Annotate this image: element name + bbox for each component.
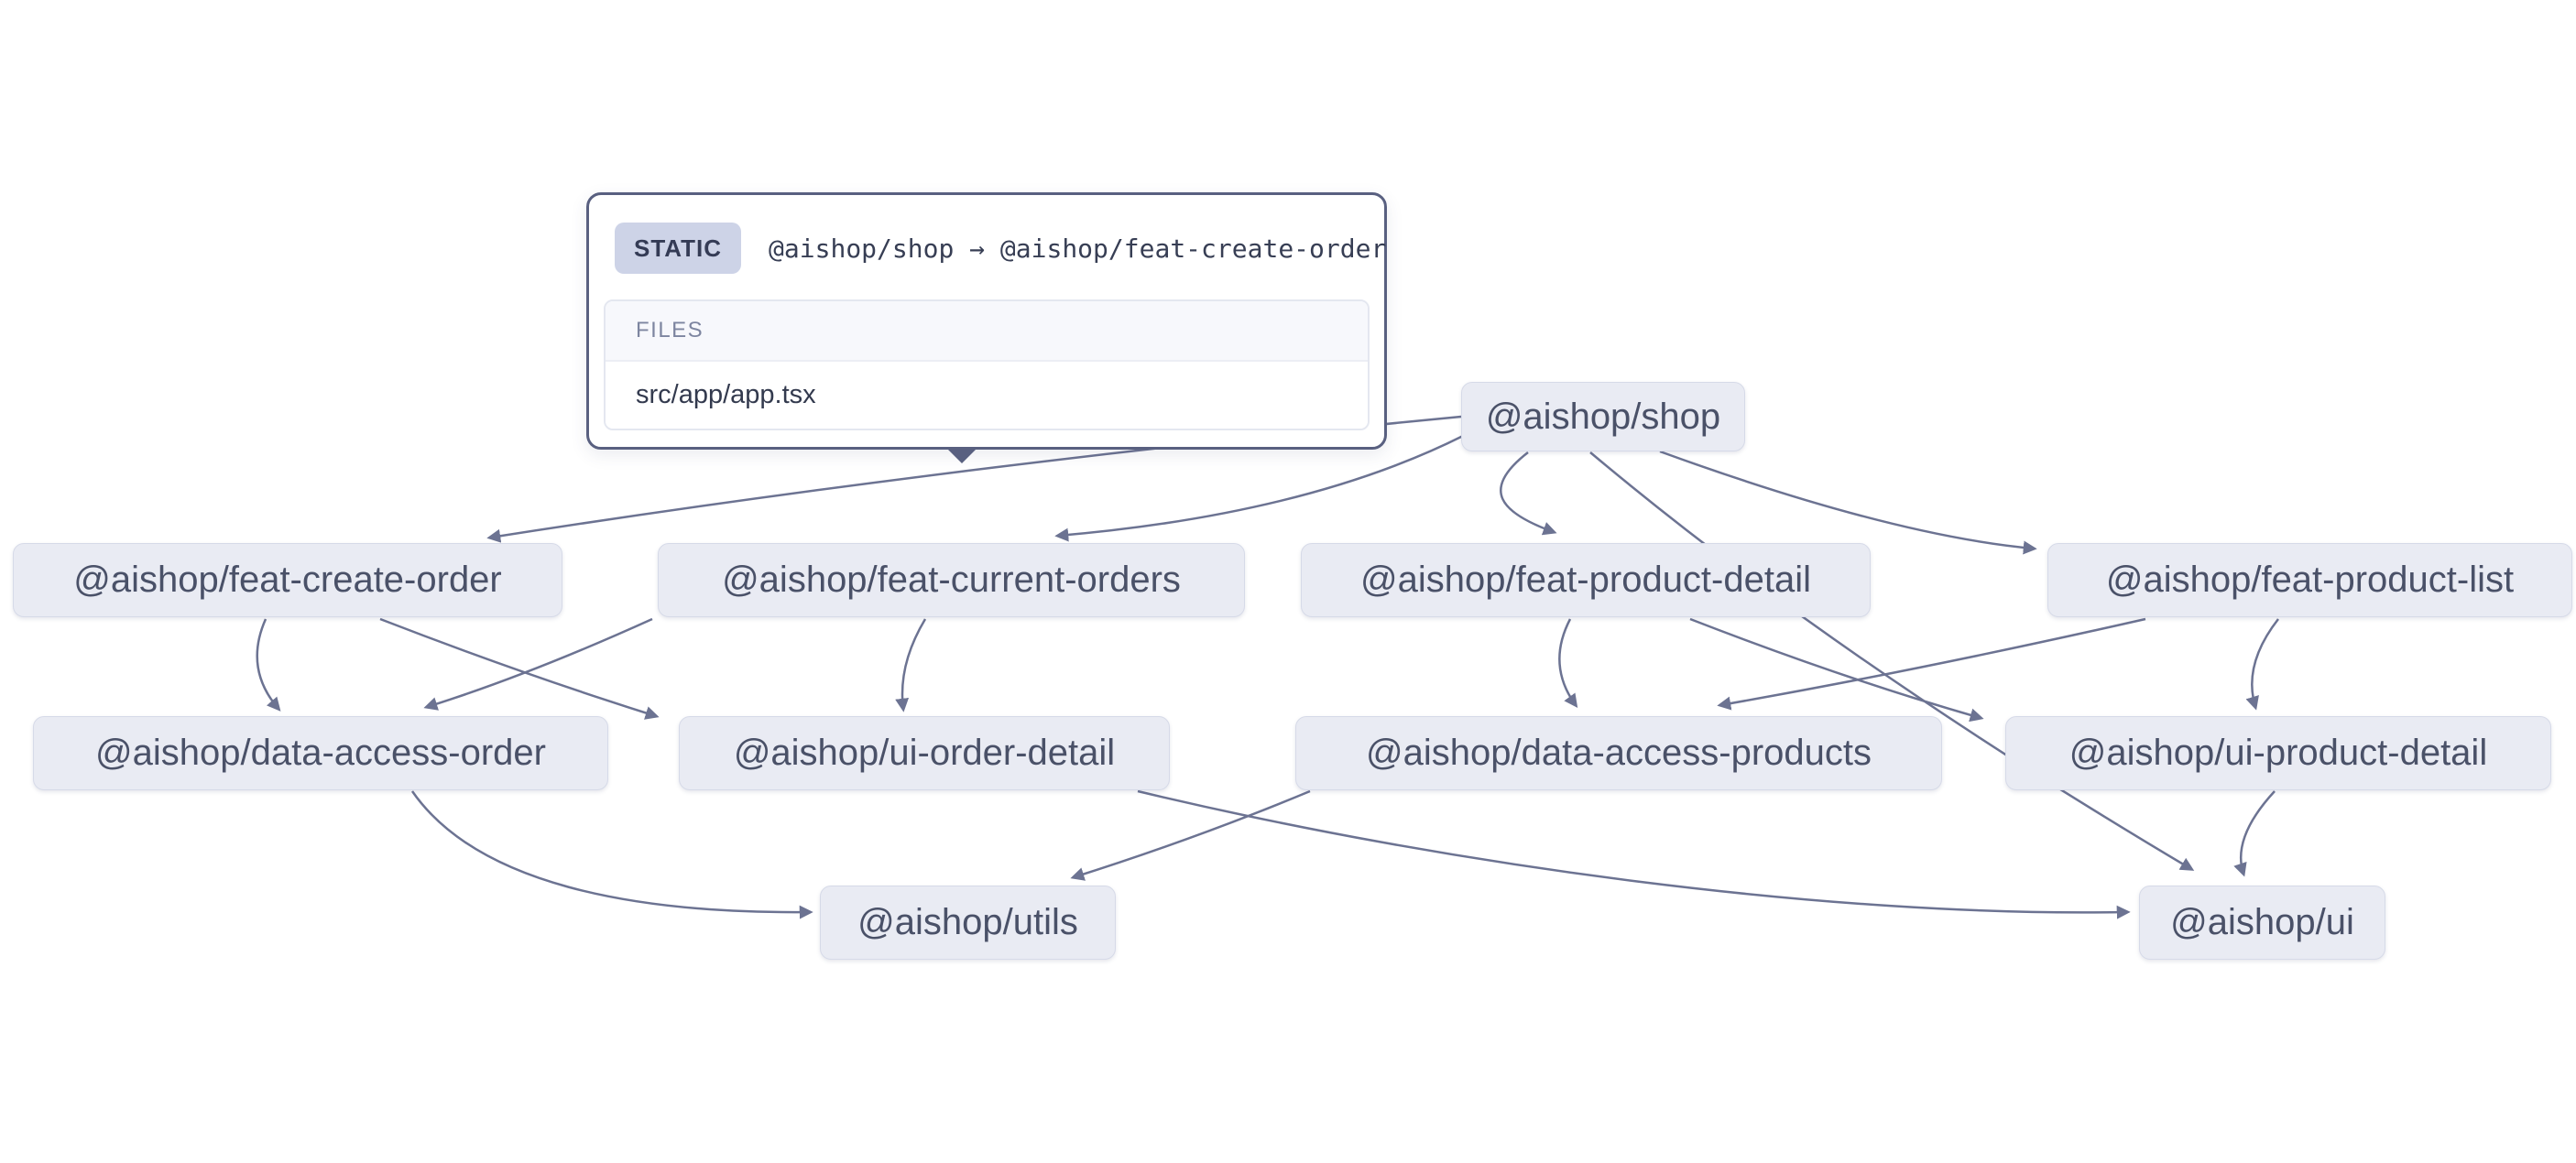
edge-data-access-products-utils[interactable] <box>1070 789 1311 881</box>
edge-shop-feat-product-list[interactable] <box>1659 450 2037 555</box>
edge-feat-product-detail-data-access-products[interactable] <box>1558 618 1578 709</box>
edge-tooltip: STATIC @aishop/shop → @aishop/feat-creat… <box>586 192 1387 463</box>
edge-shop-feat-product-detail[interactable] <box>1500 451 1557 536</box>
file-list-item: src/app/app.tsx <box>606 362 1368 429</box>
edge-feat-product-list-data-access-products[interactable] <box>1717 617 2146 711</box>
tooltip-pointer-icon <box>946 448 977 463</box>
node-feat-create-order[interactable]: @aishop/feat-create-order <box>13 543 562 617</box>
node-data-access-products[interactable]: @aishop/data-access-products <box>1295 716 1942 790</box>
files-panel-header: FILES <box>606 301 1368 362</box>
node-utils[interactable]: @aishop/utils <box>820 886 1116 960</box>
edge-feat-create-order-ui-order-detail[interactable] <box>379 617 660 720</box>
edge-feat-product-list-ui-product-detail[interactable] <box>2245 618 2279 711</box>
node-feat-product-list[interactable]: @aishop/feat-product-list <box>2047 543 2572 617</box>
edge-ui-order-detail-ui[interactable] <box>1137 789 2131 919</box>
node-ui-product-detail[interactable]: @aishop/ui-product-detail <box>2005 716 2551 790</box>
node-ui[interactable]: @aishop/ui <box>2139 886 2385 960</box>
dependency-type-badge: STATIC <box>615 223 742 274</box>
dependency-title: @aishop/shop → @aishop/feat-create-order <box>769 233 1387 264</box>
node-feat-current-orders[interactable]: @aishop/feat-current-orders <box>658 543 1245 617</box>
node-ui-order-detail[interactable]: @aishop/ui-order-detail <box>679 716 1170 790</box>
tooltip-header: STATIC @aishop/shop → @aishop/feat-creat… <box>604 223 1386 274</box>
node-feat-product-detail[interactable]: @aishop/feat-product-detail <box>1301 543 1871 617</box>
edge-shop-ui[interactable] <box>1589 451 2195 871</box>
node-shop[interactable]: @aishop/shop <box>1461 382 1745 451</box>
edge-ui-product-detail-ui[interactable] <box>2233 790 2276 877</box>
edge-feat-current-orders-ui-order-detail[interactable] <box>895 618 927 712</box>
files-panel: FILES src/app/app.tsx <box>604 299 1370 430</box>
node-data-access-order[interactable]: @aishop/data-access-order <box>33 716 608 790</box>
edge-data-access-order-utils[interactable] <box>410 790 813 919</box>
edge-feat-current-orders-data-access-order[interactable] <box>423 617 653 711</box>
edge-shop-feat-current-orders[interactable] <box>1054 434 1464 542</box>
edge-feat-product-detail-ui-product-detail[interactable] <box>1689 617 1984 723</box>
edge-feat-create-order-data-access-order[interactable] <box>256 618 281 712</box>
